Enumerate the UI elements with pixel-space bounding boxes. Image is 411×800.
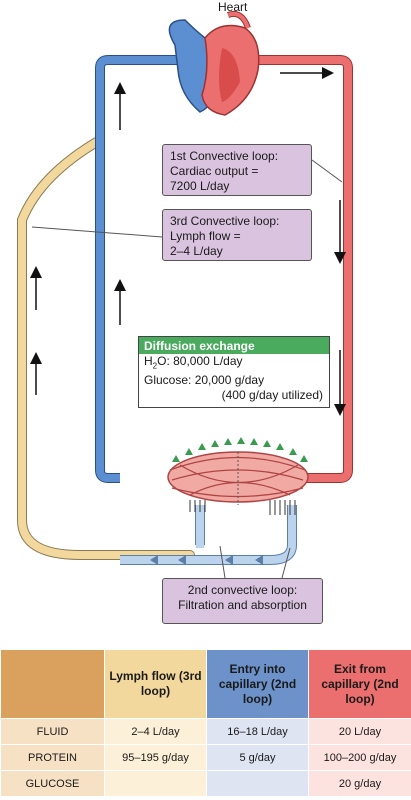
table-row: PROTEIN 95–195 g/day 5 g/day 100–200 g/d…: [0, 744, 411, 771]
callout-line: 2–4 L/day: [170, 244, 223, 258]
table-cell: 95–195 g/day: [104, 744, 207, 771]
capillary-bed: [167, 437, 309, 505]
water-value: O: 80,000 L/day: [157, 354, 243, 368]
table-cell: 5 g/day: [206, 744, 309, 771]
table-cell: 16–18 L/day: [206, 718, 309, 745]
table-cell: 100–200 g/day: [308, 744, 411, 771]
venous-vessel: [95, 55, 190, 483]
interstitial-flow: [120, 500, 297, 565]
arterial-vessel: [255, 55, 353, 483]
table-cell: [206, 770, 309, 797]
heart-label: Heart: [218, 0, 248, 14]
glucose-utilized: (400 g/day utilized): [221, 388, 323, 403]
third-convective-loop-callout: 3rd Convective loop: Lymph flow = 2–4 L/…: [162, 209, 312, 261]
callout-line: 2nd convective loop:: [187, 583, 298, 597]
second-convective-loop-callout: 2nd convective loop: Filtration and abso…: [162, 578, 323, 624]
table-cell: [104, 770, 207, 797]
circulation-diagram: Heart 1st Convective loop: Cardiac outpu…: [17, 0, 353, 624]
callout-line: 1st Convective loop:: [170, 149, 279, 163]
table-header-exit: Exit from capillary (2nd loop): [308, 649, 411, 719]
water-h: H: [144, 354, 153, 368]
table-header-entry: Entry into capillary (2nd loop): [206, 649, 309, 719]
flow-direction-arrows: [30, 67, 346, 416]
table-row: GLUCOSE 20 g/day: [0, 770, 411, 797]
heart-icon: [168, 10, 260, 116]
table-header-row: Lymph flow (3rd loop) Entry into capilla…: [0, 649, 411, 719]
table-cell: 20 L/day: [308, 718, 411, 745]
summary-table: Lymph flow (3rd loop) Entry into capilla…: [0, 649, 411, 797]
callout-pointers: [31, 159, 343, 579]
water-sub: 2: [152, 361, 158, 371]
callout-line: Cardiac output =: [170, 164, 259, 178]
water-rate: H2O: 80,000 L/day: [139, 354, 329, 373]
glucose-rate: Glucose: 20,000 g/day: [144, 373, 265, 388]
row-label: FLUID: [0, 718, 105, 745]
table-header-corner: [0, 649, 105, 719]
table-header-lymph: Lymph flow (3rd loop): [104, 649, 207, 719]
circulation-svg: [17, 10, 353, 579]
first-convective-loop-callout: 1st Convective loop: Cardiac output = 72…: [162, 144, 312, 196]
table-row: FLUID 2–4 L/day 16–18 L/day 20 L/day: [0, 718, 411, 745]
table-cell: 2–4 L/day: [104, 718, 207, 745]
callout-line: 7200 L/day: [170, 179, 230, 193]
callout-line: Filtration and absorption: [178, 598, 307, 612]
row-label: GLUCOSE: [0, 770, 105, 797]
diffusion-title: Diffusion exchange: [139, 337, 329, 354]
diffusion-exchange-box: Diffusion exchange H2O: 80,000 L/day Glu…: [138, 336, 330, 408]
callout-line: Lymph flow =: [170, 229, 241, 243]
callout-line: 3rd Convective loop:: [170, 214, 280, 228]
row-label: PROTEIN: [0, 744, 105, 771]
table-cell: 20 g/day: [308, 770, 411, 797]
